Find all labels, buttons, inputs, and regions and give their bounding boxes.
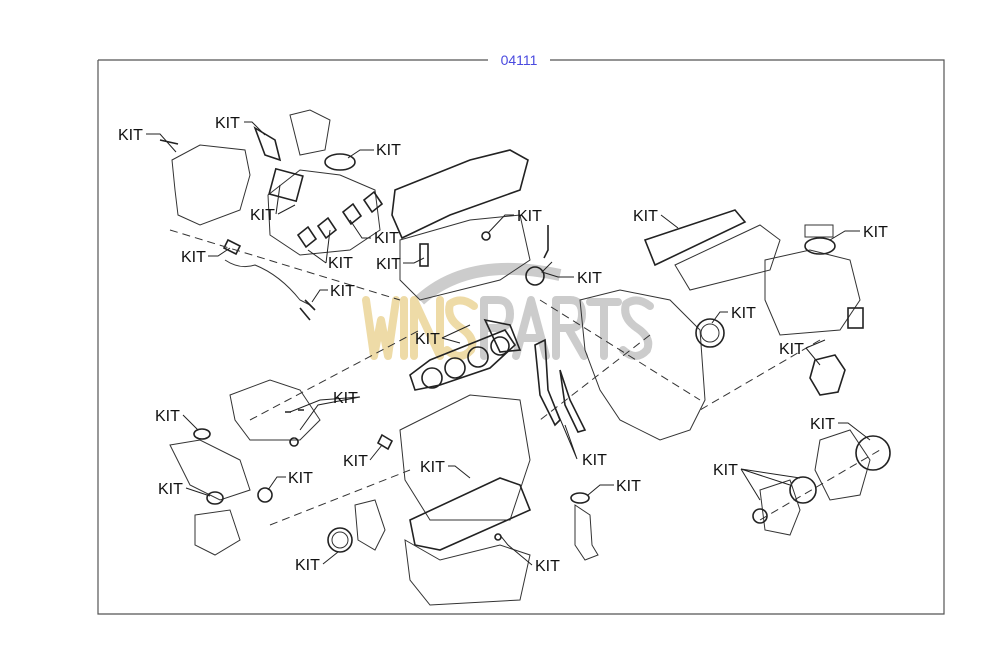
kit-callout-label: KIT	[158, 481, 183, 498]
kit-callout-label: KIT	[374, 230, 399, 247]
kit-callout-label: KIT	[731, 305, 756, 322]
kit-callout-label: KIT	[328, 255, 353, 272]
watermark-logo	[362, 262, 654, 360]
kit-callout-label: KIT	[376, 142, 401, 159]
kit-callout-label: KIT	[330, 283, 355, 300]
kit-callout-label: KIT	[288, 470, 313, 487]
diagram-title: 04111	[501, 52, 538, 68]
kit-callout-label: KIT	[420, 459, 445, 476]
kit-callout-label: KIT	[863, 224, 888, 241]
kit-callout-label: KIT	[295, 557, 320, 574]
kit-callout-label: KIT	[713, 462, 738, 479]
kit-labels: KIT KIT KIT KIT KIT KIT KIT KIT KIT KIT KIT KIT KIT K…	[118, 115, 888, 575]
engine-parts-drawing	[159, 109, 891, 606]
kit-callout-label: KIT	[376, 256, 401, 273]
kit-callout-label: KIT	[181, 249, 206, 266]
kit-callout-label: KIT	[535, 558, 560, 575]
kit-callout-label: KIT	[577, 270, 602, 287]
kit-callout-label: KIT	[215, 115, 240, 132]
kit-callout-label: KIT	[633, 208, 658, 225]
kit-callout-label: KIT	[616, 478, 641, 495]
kit-callout-label: KIT	[779, 341, 804, 358]
kit-callout-label: KIT	[810, 416, 835, 433]
kit-callout-label: KIT	[118, 127, 143, 144]
diagram-frame	[97, 59, 945, 615]
leader-lines	[146, 121, 871, 566]
kit-callout-label: KIT	[343, 453, 368, 470]
kit-callout-label: KIT	[333, 390, 358, 407]
kit-callout-label: KIT	[415, 331, 440, 348]
kit-callout-label: KIT	[582, 452, 607, 469]
kit-callout-label: KIT	[155, 408, 180, 425]
kit-callout-label: KIT	[517, 208, 542, 225]
kit-callout-label: KIT	[250, 207, 275, 224]
